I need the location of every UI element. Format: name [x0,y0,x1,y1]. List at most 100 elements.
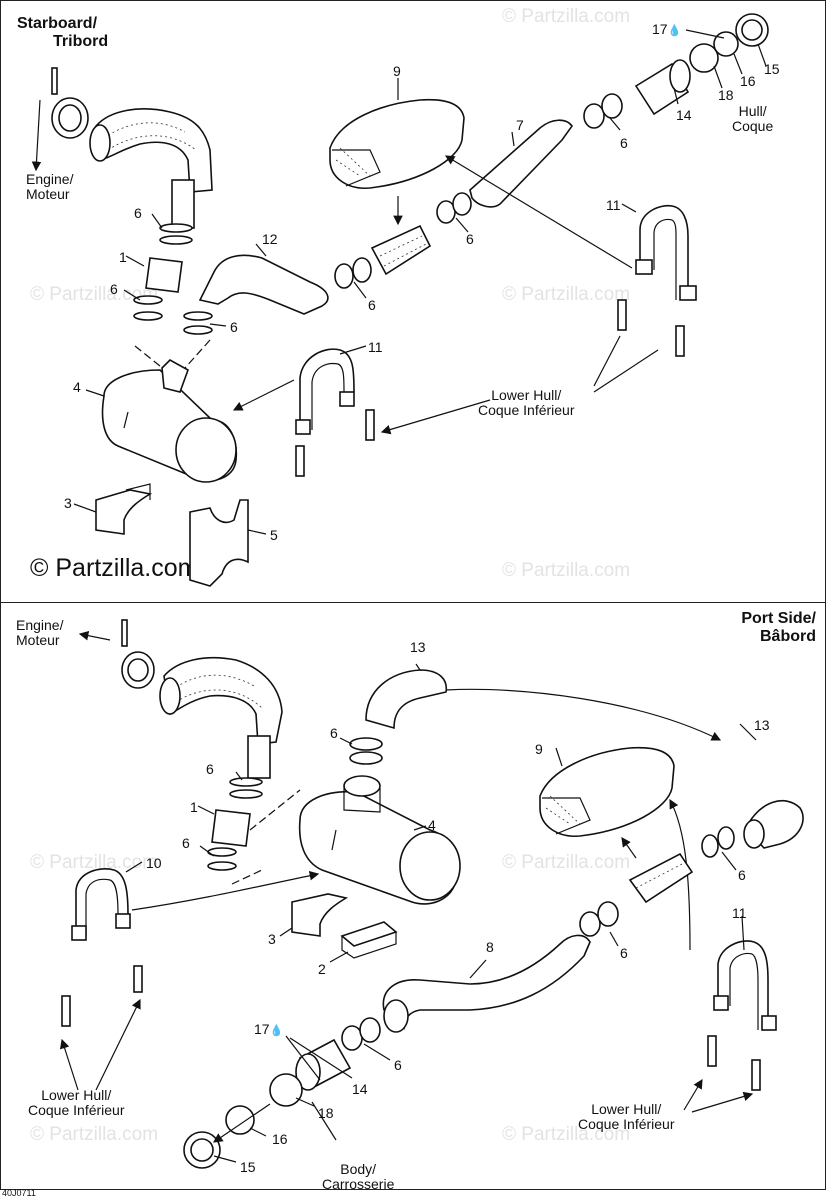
rubber-hose-bottom [247,735,271,779]
oil-drop-icon: 💧 [667,25,682,37]
engine-clamp-top [51,97,89,139]
callout-15: 15 [240,1159,256,1175]
bracket-top [365,409,375,441]
ring-part16-bottom [225,1105,255,1135]
clamp-top [159,223,193,233]
watermark: © Partzilla.com [502,6,631,27]
clamp-top [183,311,213,321]
label-hull-top: Hull/ Coque [732,103,774,134]
engine-stud-bottom [121,619,128,647]
label-lower-hull-bottom-left: Lower Hull/ Coque Inférieur [28,1087,125,1118]
callout-6: 6 [394,1057,402,1073]
clamp-top [334,263,354,289]
callout-18: 18 [718,87,734,103]
bracket-bottom [133,965,143,993]
clamp-top [452,192,472,216]
exhaust-manifold-bottom [163,656,283,745]
callout-4: 4 [428,817,436,833]
callout-14: 14 [676,107,692,123]
callout-9: 9 [535,741,543,757]
callout-6: 6 [738,867,746,883]
bracket-top [675,325,685,357]
hose-part12 [198,254,329,315]
callout-6: 6 [206,761,214,777]
clamp-top [583,103,605,129]
oil-drop-icon: 💧 [269,1025,284,1037]
callout-1: 1 [190,799,198,815]
support-part3-top [95,489,153,535]
bracket-top [295,445,305,477]
watermark: © Partzilla.com [502,852,631,873]
resonator-part9-bottom [539,746,675,837]
watermark: © Partzilla.com [30,284,159,305]
callout-15: 15 [764,61,780,77]
callout-6: 6 [620,945,628,961]
callout-8: 8 [486,939,494,955]
outlet-fitting-bottom [628,852,694,904]
clamp-top [159,235,193,245]
diagram-code: 40J0711 [2,1188,36,1198]
partzilla-logo: © Partzilla.com [30,554,199,582]
hose-part7 [469,119,573,208]
gasket-part18-top [689,43,719,73]
label-lower-hull-bottom-right: Lower Hull/ Coque Inférieur [578,1101,675,1132]
callout-2: 2 [318,961,326,977]
clamp-top [601,93,623,119]
label-engine-bottom: Engine/ Moteur [16,617,64,648]
exhaust-manifold-top [89,108,213,193]
sleeve-part1-top [145,257,183,293]
callout-11: 11 [606,197,621,213]
clamp-top [133,311,163,321]
callout-6: 6 [330,725,338,741]
watermark: © Partzilla.com [502,284,631,305]
rubber-hose-top [171,179,195,229]
callout-6: 6 [182,835,190,851]
support-part5-top [189,499,249,587]
callout-11: 11 [732,905,747,921]
callout-4: 4 [73,379,81,395]
callout-16: 16 [740,73,756,89]
bracket-bottom [61,995,71,1027]
panel-title-port-side: Port Side/ Bâbord [741,610,816,645]
panel-title-starboard: Starboard/ Tribord [17,15,109,50]
sleeve-part1-bottom [211,809,251,847]
callout-18: 18 [318,1105,334,1121]
hose-part8 [382,934,591,1030]
outlet-fitting-top [370,224,432,276]
hose-part13-upper [365,669,448,730]
callout-3: 3 [268,931,276,947]
callout-14: 14 [352,1081,368,1097]
watermark: © Partzilla.com [30,1124,159,1145]
callout-17: 17💧 [254,1021,284,1037]
label-body-bottom: Body/ Carrosserie [322,1161,395,1192]
clamp-top [352,257,372,283]
label-engine-top: Engine/ Moteur [26,171,74,202]
callout-5: 5 [270,527,278,543]
bracket-top [617,299,627,331]
callout-10: 10 [146,855,162,871]
callout-9: 9 [393,63,401,79]
callout-6: 6 [110,281,118,297]
callout-7: 7 [516,117,524,133]
watermark: © Partzilla.com [502,1124,631,1145]
bracket-bottom [707,1035,717,1067]
callout-13: 13 [754,717,770,733]
watermark: © Partzilla.com [502,560,631,581]
callout-3: 3 [64,495,72,511]
callout-1: 1 [119,249,127,265]
callout-6: 6 [134,205,142,221]
callout-6: 6 [620,135,628,151]
muffler-part4-top [101,359,238,483]
resonator-part9-top [329,98,465,189]
gasket-part18-bottom [269,1073,303,1107]
label-lower-hull-top: Lower Hull/ Coque Inférieur [478,387,575,418]
support-part3-bottom [291,893,349,937]
watermark: © Partzilla.com [30,852,159,873]
ring-part16-top [713,31,739,57]
callout-17: 17💧 [652,21,682,37]
callout-6: 6 [230,319,238,335]
clamp-top [133,295,163,305]
engine-stud-top [31,67,58,172]
callout-6: 6 [466,231,474,247]
